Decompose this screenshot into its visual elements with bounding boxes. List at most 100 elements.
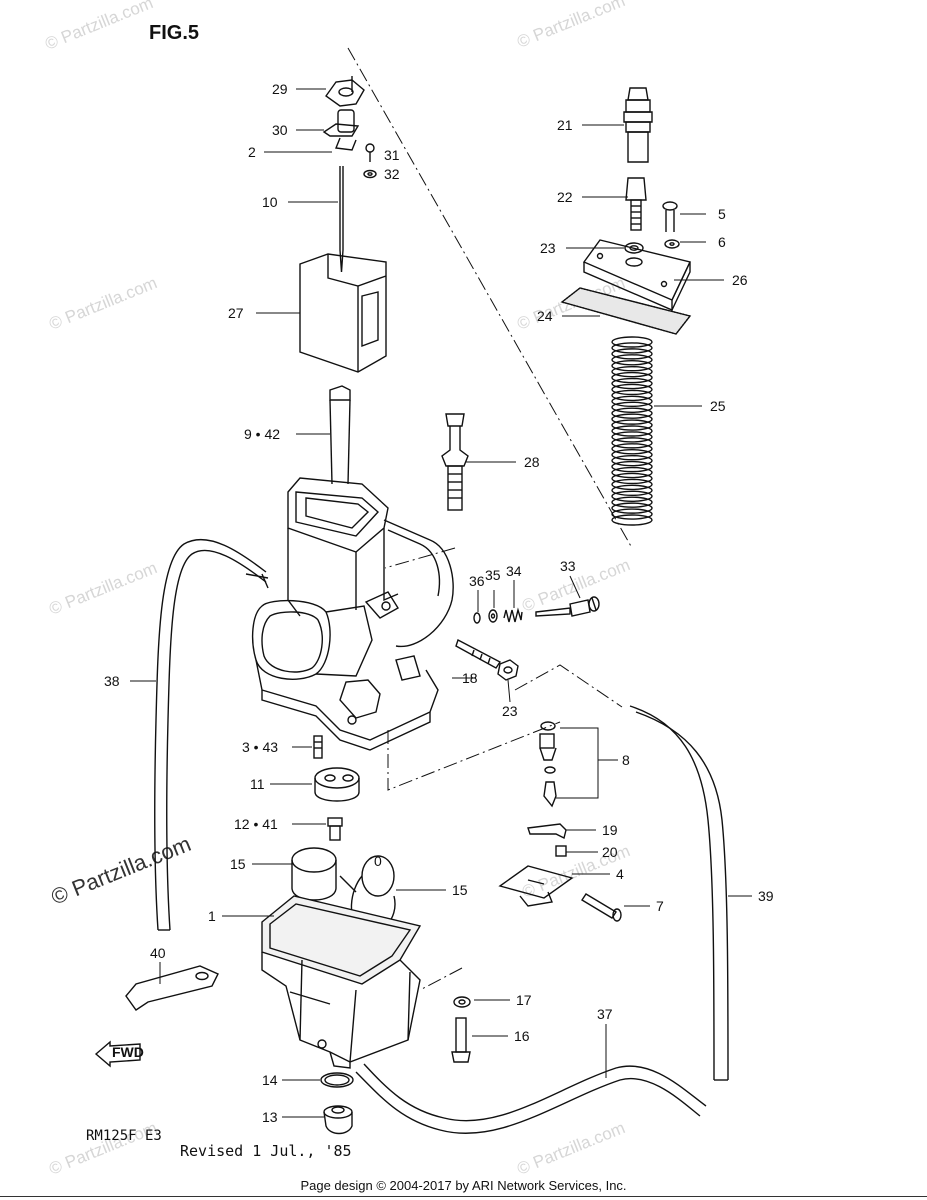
part-39-overflow-hose xyxy=(629,705,729,1081)
spring-coil xyxy=(611,472,653,485)
spring-coil xyxy=(611,443,653,455)
spring-coil xyxy=(611,466,653,479)
spring-coil xyxy=(611,490,653,502)
footer-divider xyxy=(0,1196,927,1197)
part-10-jet-needle xyxy=(339,166,344,273)
part-13-drain-plug xyxy=(323,1105,353,1135)
revision-date: Revised 1 Jul., '85 xyxy=(180,1142,352,1160)
figure-title: FIG.5 xyxy=(149,22,200,44)
callout-16: 16 xyxy=(514,1028,530,1044)
callout-39: 39 xyxy=(758,888,774,904)
part-12-main-jet xyxy=(327,817,343,841)
callout-labels: 29 30 2 31 32 10 27 9 • 42 28 21 22 5 6 … xyxy=(104,81,774,1125)
callout-15-left: 15 xyxy=(230,856,246,872)
callout-23-top: 23 xyxy=(540,240,556,256)
part-17-o-ring xyxy=(453,996,471,1008)
callout-17: 17 xyxy=(516,992,532,1008)
part-3-pilot-jet xyxy=(313,735,323,759)
callout-6: 6 xyxy=(718,234,726,250)
part-11-baffle xyxy=(314,767,360,802)
callout-21: 21 xyxy=(557,117,573,133)
callout-19: 19 xyxy=(602,822,618,838)
part-7-float-pin xyxy=(581,893,622,922)
part-4-float-arm-plate xyxy=(498,865,574,907)
part-14-o-ring xyxy=(320,1072,354,1088)
guide-lines xyxy=(347,47,633,991)
callout-18: 18 xyxy=(462,670,478,686)
spring-coil xyxy=(611,407,653,419)
part-22-cable-adjuster xyxy=(625,177,647,231)
spring-coil xyxy=(611,395,653,408)
part-33-air-screw xyxy=(535,596,600,617)
part-15-float-left xyxy=(291,847,337,901)
spring-coil xyxy=(611,454,653,467)
spring-coil xyxy=(611,354,653,366)
callout-26: 26 xyxy=(732,272,748,288)
spring-coil xyxy=(611,348,653,360)
watermark: © Partzilla.com xyxy=(514,1118,627,1179)
part-36-o-ring xyxy=(473,612,481,624)
watermark: © Partzilla.com xyxy=(46,273,159,334)
callout-28: 28 xyxy=(524,454,540,470)
spring-coil xyxy=(611,360,653,372)
spring-coil xyxy=(611,514,653,526)
callout-11: 11 xyxy=(250,776,265,792)
callout-38: 38 xyxy=(104,673,120,689)
footer-copyright: Page design © 2004-2017 by ARI Network S… xyxy=(300,1178,627,1193)
part-34-spring xyxy=(503,607,523,623)
part-20-screw xyxy=(555,845,567,857)
callout-24: 24 xyxy=(537,308,553,324)
part-27-throttle-valve xyxy=(299,253,387,373)
spring-coil xyxy=(611,389,653,402)
part-18-throttle-stop-screw xyxy=(455,638,502,669)
callout-10: 10 xyxy=(262,194,278,210)
spring-coil xyxy=(611,431,653,443)
callout-7: 7 xyxy=(656,898,664,914)
spring-coil xyxy=(611,413,653,425)
part-38-vent-hose xyxy=(153,538,267,931)
callout-12-41: 12 • 41 xyxy=(234,816,278,832)
callout-37: 37 xyxy=(597,1006,613,1022)
part-5-screw xyxy=(662,201,678,232)
fwd-arrow-icon: FWD xyxy=(94,1040,144,1068)
spring-coil xyxy=(611,377,653,390)
spring-coil xyxy=(611,502,653,514)
spring-coil xyxy=(611,425,653,437)
part-21-rubber-cap xyxy=(623,87,653,163)
part-40-hose-clamp xyxy=(125,965,219,1011)
part-29-cable-adjuster-cap xyxy=(325,76,365,107)
callout-36: 36 xyxy=(469,573,485,589)
part-8-needle-valve xyxy=(539,721,557,808)
spring-coil xyxy=(611,383,653,396)
part-9-needle-jet xyxy=(329,385,351,485)
part-24-gasket xyxy=(560,287,692,335)
callout-15-right: 15 xyxy=(452,882,468,898)
spring-coil xyxy=(611,401,653,413)
spring-coil xyxy=(611,342,653,354)
part-6-washer xyxy=(664,239,680,249)
float-mark: 0 xyxy=(374,853,382,869)
part-25-throttle-spring xyxy=(611,336,653,526)
callout-40: 40 xyxy=(150,945,166,961)
leader-lines xyxy=(130,88,752,1118)
callout-32: 32 xyxy=(384,166,400,182)
spring-coil xyxy=(611,460,653,473)
callout-9-42: 9 • 42 xyxy=(244,426,280,442)
spring-coil xyxy=(611,496,653,508)
part-37-drain-hose xyxy=(355,1063,707,1135)
callout-25: 25 xyxy=(710,398,726,414)
part-19-float-arm-pin xyxy=(527,823,567,840)
callout-13: 13 xyxy=(262,1109,278,1125)
callout-35: 35 xyxy=(485,567,501,583)
watermark: © Partzilla.com xyxy=(514,0,627,52)
callout-27: 27 xyxy=(228,305,244,321)
callout-4: 4 xyxy=(616,866,624,882)
part-1-float-bowl xyxy=(261,895,422,1069)
part-31-screw xyxy=(365,143,375,162)
fwd-label: FWD xyxy=(112,1044,144,1060)
spring-coil xyxy=(611,484,653,497)
spring-coil xyxy=(611,437,653,449)
part-30-needle-holder xyxy=(322,109,360,151)
model-code: RM125F E3 xyxy=(86,1128,162,1144)
